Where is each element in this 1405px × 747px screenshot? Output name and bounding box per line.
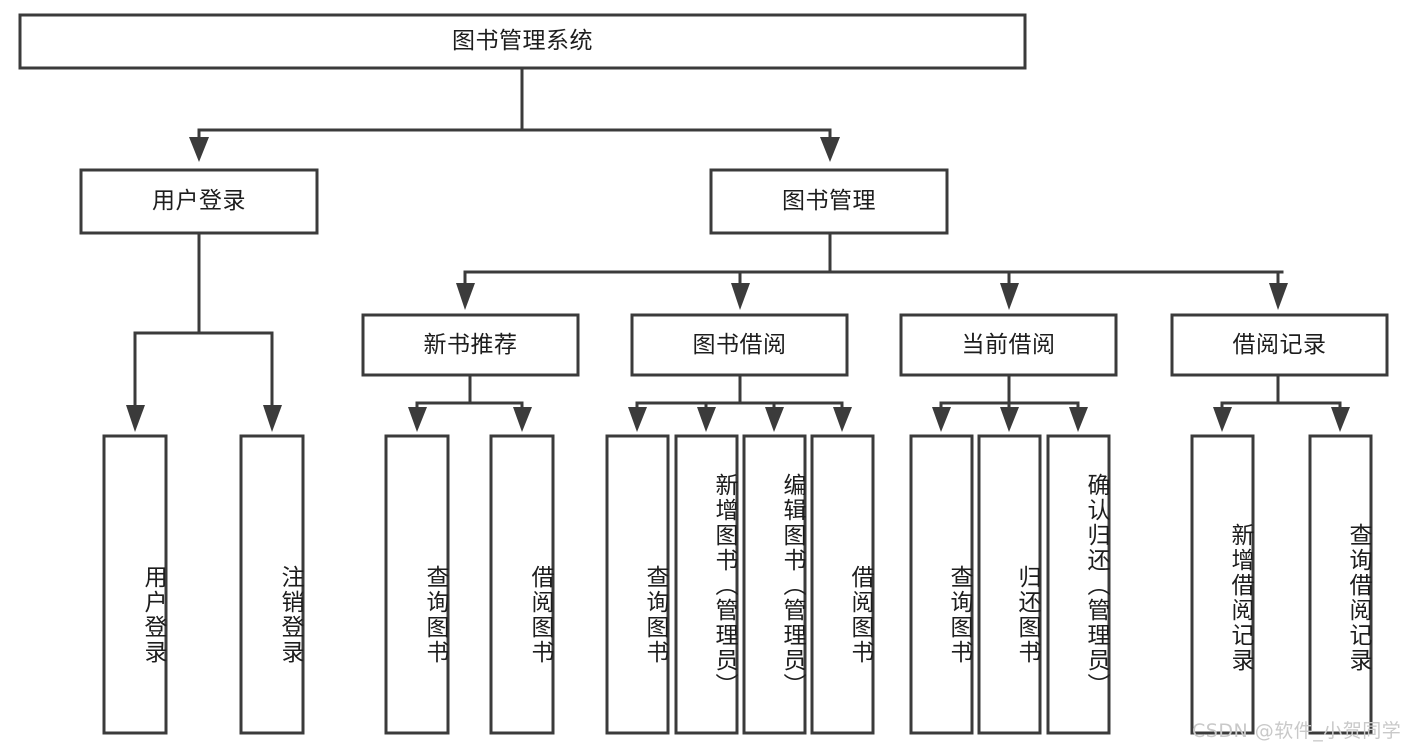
node-current-box[interactable] xyxy=(899,313,1118,377)
arrow-leaf-query-book-3 xyxy=(932,407,951,432)
node-book-manage-box[interactable] xyxy=(709,168,949,235)
node-newbook-box[interactable] xyxy=(361,313,580,377)
arrow-leaf-add-record xyxy=(1213,407,1232,432)
node-leaf-query-record-box[interactable] xyxy=(1308,434,1373,735)
arrow-leaf-borrow-book-1 xyxy=(513,407,532,432)
arrow-leaf-query-book-2 xyxy=(628,407,647,432)
node-leaf-return-book-box[interactable] xyxy=(977,434,1042,735)
arrow-leaf-borrow-book-2 xyxy=(833,407,852,432)
node-leaf-logout-box[interactable] xyxy=(239,434,305,735)
arrow-leaf-return-book xyxy=(1000,407,1019,432)
arrow-leaf-add-book xyxy=(697,407,716,432)
node-leaf-query-book-1-box[interactable] xyxy=(384,434,450,735)
arrow-to-newbook xyxy=(456,283,475,310)
node-user-login-box[interactable] xyxy=(79,168,319,235)
arrow-leaf-confirm-return xyxy=(1069,407,1088,432)
arrow-leaf-user-login xyxy=(126,405,145,432)
node-leaf-add-record-box[interactable] xyxy=(1190,434,1255,735)
arrow-to-user-login xyxy=(189,137,209,162)
arrow-to-record xyxy=(1269,283,1288,310)
node-leaf-edit-book-box[interactable] xyxy=(742,434,807,735)
arrow-to-current xyxy=(1000,283,1019,310)
node-leaf-borrow-book-1-box[interactable] xyxy=(489,434,555,735)
arrow-leaf-edit-book xyxy=(765,407,784,432)
node-borrow-box[interactable] xyxy=(630,313,849,377)
arrow-leaf-query-book-1 xyxy=(408,407,427,432)
arrow-to-book-manage xyxy=(820,137,840,162)
arrow-to-borrow xyxy=(731,283,750,310)
node-root-box[interactable] xyxy=(18,13,1027,70)
node-leaf-add-book-box[interactable] xyxy=(674,434,739,735)
arrow-leaf-query-record xyxy=(1331,407,1350,432)
node-record-box[interactable] xyxy=(1170,313,1389,377)
arrow-leaf-logout xyxy=(263,405,282,432)
node-leaf-query-book-2-box[interactable] xyxy=(605,434,670,735)
node-leaf-borrow-book-2-box[interactable] xyxy=(810,434,875,735)
node-leaf-confirm-return-box[interactable] xyxy=(1046,434,1111,735)
node-leaf-user-login-box[interactable] xyxy=(102,434,168,735)
node-leaf-query-book-3-box[interactable] xyxy=(909,434,974,735)
